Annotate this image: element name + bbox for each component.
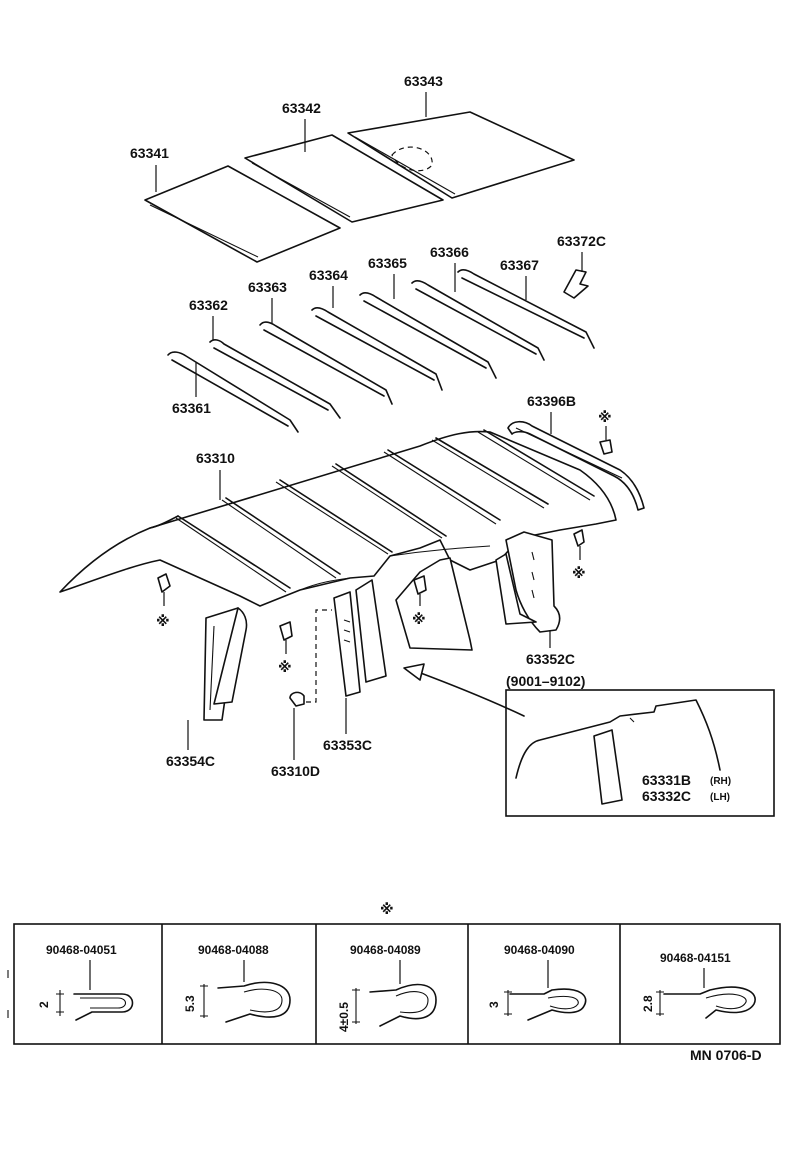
clip-dimension-1: 2 [37,1001,51,1008]
clip-center-left [279,621,293,654]
pillar-garnish-rear-upper [395,557,473,651]
roof-bow-63362 [209,339,341,419]
label-63372C: 63372C [557,233,606,249]
label-63352C: 63352C [526,651,575,667]
label-63332C: 63332C [642,788,691,804]
headliner-panel-63342 [244,134,444,223]
label-63363: 63363 [248,279,287,295]
diagram-code: MN 0706-D [690,1047,762,1063]
clip-part-number-1: 90468-04051 [46,943,117,957]
clip-item-3: 90468-04089 4±0.5 [337,943,437,1032]
label-lh: (LH) [710,792,730,803]
asterisk-mark-2: ※ [278,659,292,675]
clip-rear-header [599,439,613,455]
label-date-range: (9001–9102) [506,673,585,689]
clip-center-right [413,575,427,606]
label-63364: 63364 [309,267,348,283]
asterisk-mark-3: ※ [412,611,426,627]
roof-bow-63364 [311,307,443,391]
label-63310D: 63310D [271,763,320,779]
clip-part-number-2: 90468-04088 [198,943,269,957]
headliner-63310 [59,429,617,607]
clip-item-5: 90468-04151 2.8 [641,951,756,1019]
label-63362: 63362 [189,297,228,313]
roof-bow-63366 [411,280,545,361]
roof-bow-63363 [259,321,393,405]
label-63361: 63361 [172,400,211,416]
clip-63372C [563,269,589,299]
label-63366: 63366 [430,244,469,260]
detail-arrow [403,663,525,717]
headliner-panel-63343 [347,111,575,199]
label-63353C: 63353C [323,737,372,753]
label-63365: 63365 [368,255,407,271]
clip-item-1: 90468-04051 2 [37,943,134,1021]
pillar-garnish-front [213,607,248,705]
roof-bow-63365 [359,292,497,379]
label-63341: 63341 [130,145,169,161]
pillar-garnish-center [355,579,387,683]
pillar-garnish-63354C [203,607,239,721]
pillar-garnish-63353C [333,591,361,697]
clip-part-number-5: 90468-04151 [660,951,731,965]
clip-item-4: 90468-04090 3 [487,943,587,1021]
label-63331B: 63331B [642,772,691,788]
clip-dimension-2: 5.3 [183,995,197,1012]
clip-part-number-3: 90468-04089 [350,943,421,957]
label-rh: (RH) [710,776,731,787]
label-63367: 63367 [500,257,539,273]
clip-dimension-4: 3 [487,1001,501,1008]
label-63342: 63342 [282,100,321,116]
pillar-garnish-63352C [505,531,561,633]
label-63396B: 63396B [527,393,576,409]
roof-bow-63367 [457,269,595,349]
clip-left-front [157,573,171,606]
pillar-garnish-rear [495,553,537,625]
clip-table [7,923,781,1045]
asterisk-mark-1: ※ [156,613,170,629]
asterisk-mark-5: ※ [598,409,612,425]
clip-dimension-5: 2.8 [641,995,655,1012]
label-63343: 63343 [404,73,443,89]
table-header-asterisk: ※ [380,901,394,917]
asterisk-mark-4: ※ [572,565,586,581]
rear-header-trim-63396B [507,420,645,511]
clip-part-number-4: 90468-04090 [504,943,575,957]
clip-63310D [289,609,332,707]
clip-item-2: 90468-04088 5.3 [183,943,291,1023]
roof-bow-63361 [167,351,299,433]
clip-dimension-3: 4±0.5 [337,1002,351,1032]
label-63310: 63310 [196,450,235,466]
label-63354C: 63354C [166,753,215,769]
clip-rear-right [573,529,585,560]
detail-box [505,689,775,817]
headliner-panel-63341 [144,165,341,263]
